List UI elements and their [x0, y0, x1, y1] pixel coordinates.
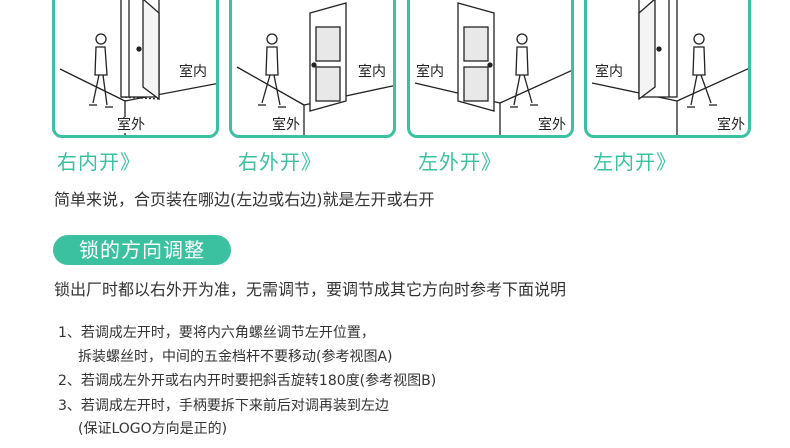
caption-right-inward: 右内开》 — [57, 150, 141, 174]
door-diagram-panel-2: 室内 室外 — [229, 0, 396, 138]
indoor-label: 室内 — [595, 64, 623, 80]
caption-right-outward: 右外开》 — [238, 150, 322, 174]
door-illustration-2 — [236, 2, 393, 135]
note-line-5: (保证LOGO方向是正的) — [78, 421, 228, 437]
note-line-1: 1、若调成左开时，要将内六角螺丝调节左开位置， — [58, 325, 375, 341]
door-illustration-1 — [59, 0, 216, 135]
section-intro: 锁出厂时都以右外开为准，无需调节，要调节成其它方向时参考下面说明 — [54, 280, 567, 299]
door-illustration-4 — [591, 0, 748, 135]
door-diagram-panel-3: 室内 室外 — [407, 0, 574, 138]
note-line-4: 3、若调成左开时，手柄要拆下来前后对调再装到左边 — [58, 398, 389, 414]
outdoor-label: 室外 — [538, 117, 566, 133]
door-illustration-3 — [414, 2, 571, 135]
note-line-2: 拆装螺丝时，中间的五金档杆不要移动(参考视图A) — [78, 349, 393, 365]
outdoor-label: 室外 — [117, 117, 145, 133]
outdoor-label: 室外 — [272, 117, 300, 133]
door-diagram-panel-1: 室内 室外 — [52, 0, 219, 138]
caption-left-inward: 左内开》 — [593, 150, 677, 174]
section-title: 锁的方向调整 — [53, 235, 231, 265]
indoor-label: 室内 — [358, 64, 386, 80]
caption-left-outward: 左外开》 — [418, 150, 502, 174]
hinge-summary: 简单来说，合页装在哪边(左边或右边)就是左开或右开 — [54, 190, 435, 209]
door-diagram-panel-4: 室内 室外 — [584, 0, 751, 138]
note-line-3: 2、若调成左外开或右内开时要把斜舌旋转180度(参考视图B) — [58, 373, 437, 389]
outdoor-label: 室外 — [717, 117, 745, 133]
indoor-label: 室内 — [416, 64, 444, 80]
indoor-label: 室内 — [179, 64, 207, 80]
